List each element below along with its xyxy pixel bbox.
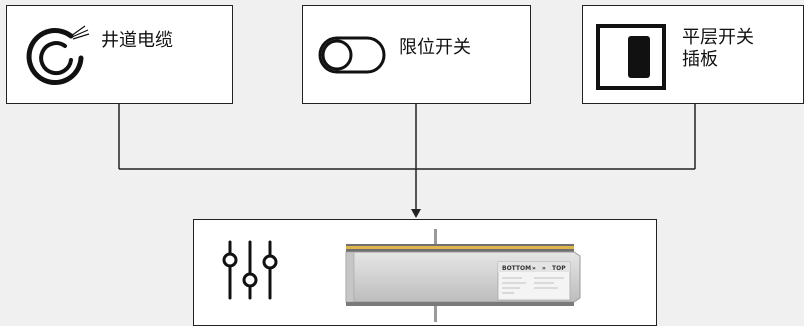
node-leveling-plate: 平层开关 插板 [582,5,804,104]
device-label-top: TOP [552,265,566,272]
plate-icon [596,24,666,90]
sliders-icon [222,240,278,300]
device-arrow-2: » [542,265,546,272]
device-arrow-1: » [532,265,536,272]
node-controller: BOTTOM » » TOP [193,219,657,326]
sensor-device-image: BOTTOM » » TOP [345,229,581,322]
node-hoistway-cable: 井道电缆 [6,5,233,104]
arrowhead [411,209,421,218]
device-label-bottom: BOTTOM [502,265,531,272]
node-label-leveling-plate-line1: 平层开关 [682,27,754,48]
node-label-limit-switch: 限位开关 [399,37,471,58]
toggle-switch-icon [318,36,386,74]
node-label-leveling-plate-line2: 插板 [682,49,718,70]
node-limit-switch: 限位开关 [302,5,531,104]
node-label-hoistway-cable: 井道电缆 [101,30,173,51]
coiled-cable-icon [26,25,90,85]
